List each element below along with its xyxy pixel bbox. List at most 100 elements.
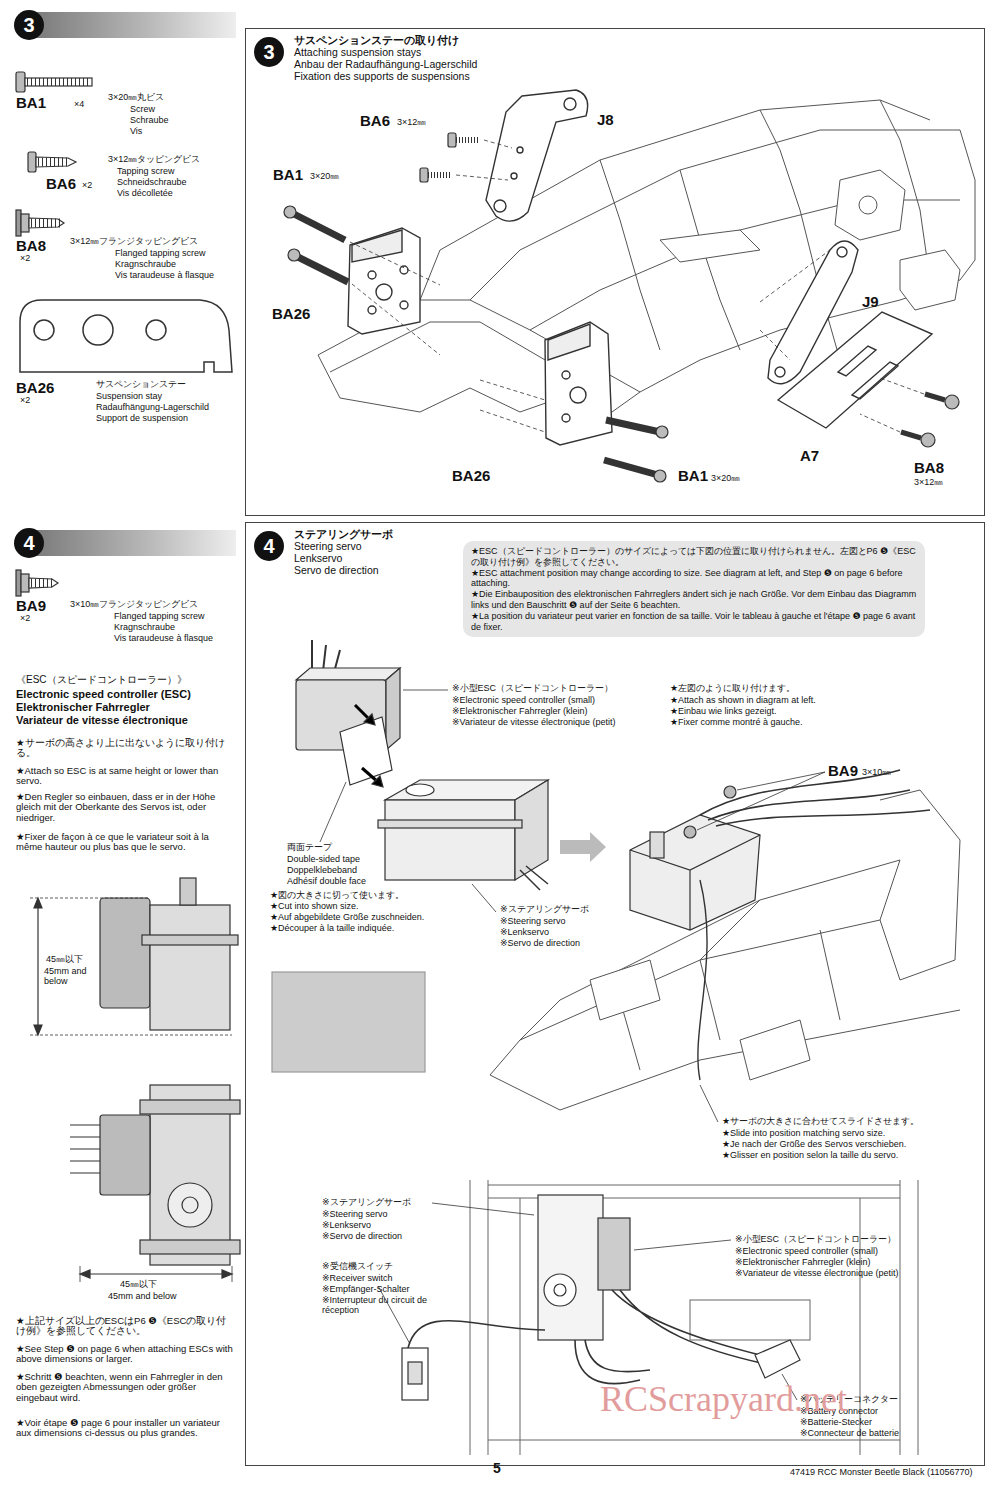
label-text: ※Steering servo bbox=[500, 917, 566, 927]
notice-text: ★Die Einbauposition des elektronischen F… bbox=[471, 589, 917, 611]
label-text: Kragnschraube bbox=[115, 260, 176, 270]
note-text: ★Den Regler so einbauen, dass er in der … bbox=[16, 792, 236, 823]
servo-top-view bbox=[402, 1195, 800, 1400]
label-text: 45㎜以下 bbox=[46, 955, 83, 965]
label-text: ×2 bbox=[20, 254, 30, 264]
step-title: サスペンションステーの取り付け bbox=[294, 35, 459, 47]
label-text: ※Lenkservo bbox=[322, 1221, 371, 1231]
label-text: ※ステアリングサーボ bbox=[322, 1198, 411, 1208]
part-label: BA8 bbox=[914, 460, 944, 477]
label-text: ★Cut into shown size. bbox=[270, 902, 359, 912]
label-text: Support de suspension bbox=[96, 414, 188, 424]
part-label: BA9 bbox=[828, 763, 858, 780]
label-text: ★Einbau wie links gezeigt. bbox=[670, 707, 777, 717]
label-text: Flanged tapping screw bbox=[115, 249, 206, 259]
label-text: Tapping screw bbox=[117, 167, 175, 177]
direction-arrow bbox=[560, 832, 606, 862]
label-text: サスペンションステー bbox=[96, 380, 186, 390]
notice-text: ★ESC（スピードコントローラー）のサイズによっては下図の位置に取り付けられませ… bbox=[471, 546, 917, 568]
label-text: Vis taraudeuse à flasque bbox=[115, 271, 214, 281]
watermark: RCScrapyard.net bbox=[600, 1380, 847, 1420]
label-text: ★Glisser en position selon la taille du … bbox=[722, 1151, 898, 1161]
step-title: Attaching suspension stays bbox=[294, 47, 421, 59]
label-text: ※小型ESC（スピードコントローラー） bbox=[735, 1235, 896, 1245]
part-label: Electronic speed controller (ESC) bbox=[16, 688, 191, 700]
part-label: BA1 bbox=[678, 468, 708, 485]
label-text: ※Lenkservo bbox=[500, 928, 549, 938]
label-text: ×4 bbox=[74, 100, 84, 110]
label-text: 3×20㎜ bbox=[711, 474, 740, 484]
label-text: Suspension stay bbox=[96, 392, 162, 402]
note-text: 45mm and below bbox=[108, 1292, 228, 1302]
label-text: ★Découper à la taille indiquée. bbox=[270, 924, 394, 934]
label-text: ※Steering servo bbox=[322, 1210, 388, 1220]
esc-side-view bbox=[30, 878, 238, 1035]
label-text: ※Batterie-Stecker bbox=[800, 1418, 872, 1428]
label-text: Adhésif double face bbox=[287, 877, 366, 887]
notice-box: ★ESC（スピードコントローラー）のサイズによっては下図の位置に取り付けられませ… bbox=[463, 541, 925, 637]
label-text: ※Connecteur de batterie bbox=[800, 1429, 899, 1439]
part-label: BA1 bbox=[16, 95, 46, 112]
step-title: Steering servo bbox=[294, 541, 362, 553]
leader-lines bbox=[320, 690, 825, 1400]
esc-top-view bbox=[70, 1085, 240, 1282]
part-a7 bbox=[778, 312, 932, 428]
label-text: ※Variateur de vitesse électronique (peti… bbox=[452, 718, 615, 728]
part-label: J8 bbox=[597, 112, 614, 129]
step-number: 3 bbox=[254, 37, 284, 67]
label-text: 3×10㎜ bbox=[862, 768, 891, 778]
step-number: 3 bbox=[14, 10, 44, 40]
part-label: Elektronischer Fahrregler bbox=[16, 701, 150, 713]
label-text: Schneidschraube bbox=[117, 178, 187, 188]
label-text: ※Elektronischer Fahrregler (klein) bbox=[452, 707, 588, 717]
part-label: A7 bbox=[800, 448, 819, 465]
part-label: 5 bbox=[493, 1461, 501, 1476]
label-text: 《ESC（スピードコントローラー）》 bbox=[16, 674, 187, 685]
label-text: Screw bbox=[130, 105, 155, 115]
double-sided-tape bbox=[340, 705, 392, 787]
label-text: ※Elektronischer Fahrregler (klein) bbox=[735, 1258, 871, 1268]
step-header: 4 bbox=[14, 526, 236, 560]
label-text: Schraube bbox=[130, 116, 169, 126]
label-text: ※小型ESC（スピードコントローラー） bbox=[452, 684, 613, 694]
note-text: 45mm and below bbox=[44, 967, 94, 987]
label-text: ※Electronic speed controller (small) bbox=[735, 1247, 878, 1257]
step-number: 4 bbox=[254, 531, 284, 561]
step-title: ステアリングサーボ bbox=[294, 529, 393, 541]
part-label: BA26 bbox=[272, 306, 310, 323]
step-title: Fixation des supports de suspensions bbox=[294, 71, 470, 83]
step-title: Lenkservo bbox=[294, 553, 342, 565]
step-title: Servo de direction bbox=[294, 565, 379, 577]
label-text: ★Attach as shown in diagram at left. bbox=[670, 696, 816, 706]
label-text: ★図の大きさに切って使います。 bbox=[270, 891, 404, 901]
label-text: ×2 bbox=[82, 181, 92, 191]
part-j8 bbox=[486, 90, 588, 221]
part-label: BA6 bbox=[46, 176, 76, 193]
note-text: ★Voir étape ❺ page 6 pour installer un v… bbox=[16, 1418, 236, 1439]
screws-ba1-left bbox=[284, 206, 440, 355]
label-text: ※ステアリングサーボ bbox=[500, 905, 589, 915]
part-label: Variateur de vitesse électronique bbox=[16, 714, 188, 726]
label-text: Doppelklebeband bbox=[287, 866, 357, 876]
chassis-with-servo bbox=[490, 790, 960, 1110]
suspension-stay-left bbox=[348, 228, 420, 334]
steering-servo bbox=[378, 780, 548, 890]
label-text: 両面テープ bbox=[287, 843, 332, 853]
label-text: Vis taraudeuse à flasque bbox=[114, 634, 213, 644]
screw-ba8 bbox=[16, 210, 64, 236]
notice-text: ★La position du variateur peut varier en… bbox=[471, 611, 917, 633]
screws-ba8 bbox=[860, 378, 959, 447]
screws-ba1-right bbox=[480, 380, 668, 482]
label-text: ×2 bbox=[20, 396, 30, 406]
screw-ba1 bbox=[16, 72, 92, 92]
label-text: 45㎜以下 bbox=[120, 1280, 157, 1290]
label-text: Vis décolletée bbox=[117, 189, 173, 199]
step-header: 3 bbox=[14, 8, 236, 42]
screw-ba6 bbox=[28, 152, 76, 172]
note-text: ★Schritt ❺ beachten, wenn ein Fahrregler… bbox=[16, 1372, 236, 1403]
label-text: Kragnschraube bbox=[114, 623, 175, 633]
label-text: ※Variateur de vitesse électronique (peti… bbox=[735, 1269, 898, 1279]
step-panel: 3 サスペンションステーの取り付けAttaching suspension sta… bbox=[245, 28, 985, 516]
label-text: 3×12㎜フランジタッピングビス bbox=[70, 237, 198, 247]
